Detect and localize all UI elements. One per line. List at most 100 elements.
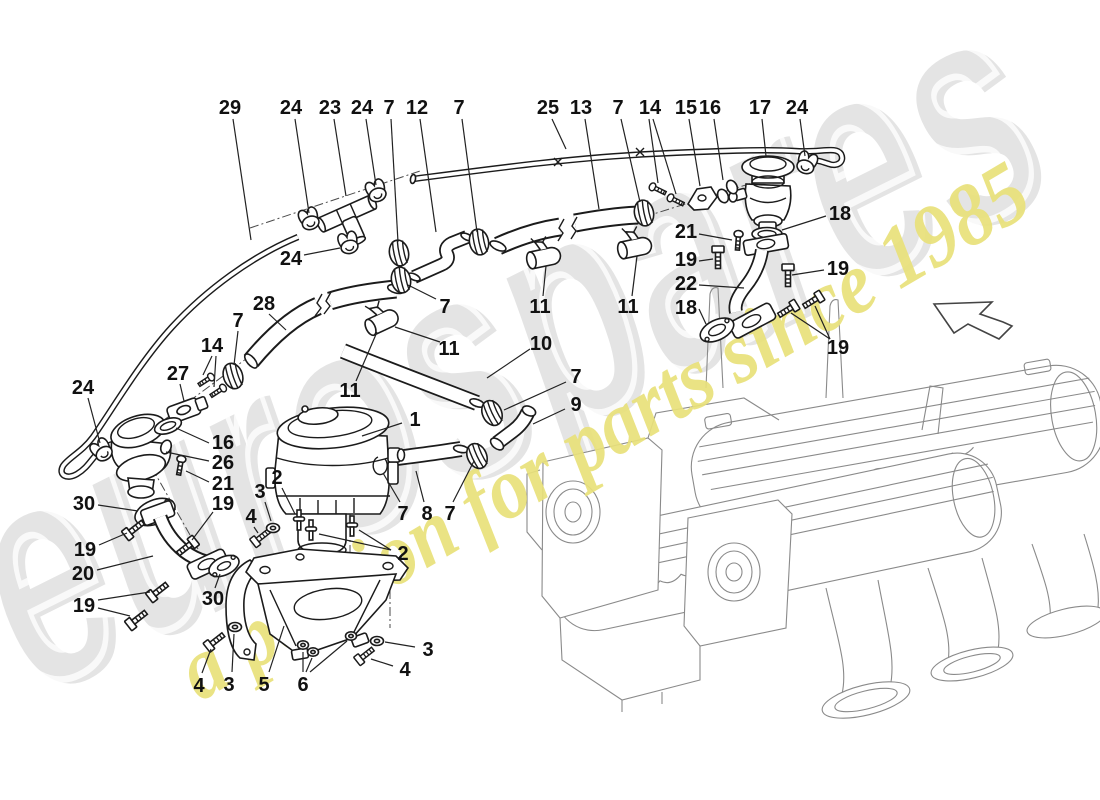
- callout-label-28: 28: [253, 293, 275, 315]
- callout-label-7: 7: [453, 97, 464, 119]
- callout-label-19: 19: [212, 493, 234, 515]
- callout-leader-line: [415, 470, 425, 503]
- callout-leader-line: [384, 641, 416, 648]
- callout-label-19: 19: [675, 249, 697, 271]
- callout-label-21: 21: [212, 473, 234, 495]
- callout-leader-line: [96, 555, 154, 571]
- callout-label-16: 16: [212, 432, 234, 454]
- clip-16-right: [716, 179, 739, 204]
- callout-label-14: 14: [639, 97, 662, 119]
- callout-leader-line: [97, 504, 139, 512]
- callout-leader-line: [232, 118, 252, 241]
- callout-leader-line: [165, 451, 210, 462]
- bracket-15: [686, 186, 718, 211]
- callout-label-26: 26: [212, 452, 234, 474]
- callout-label-24: 24: [351, 97, 374, 119]
- callout-leader-line: [407, 284, 437, 300]
- vacuum-pipe-left: [58, 233, 300, 480]
- callout-label-11: 11: [529, 296, 550, 318]
- callout-leader-line: [486, 348, 531, 379]
- callout-leader-line: [688, 118, 701, 187]
- callout-leader-line: [365, 118, 377, 186]
- callout-label-29: 29: [219, 97, 241, 119]
- callout-label-18: 18: [675, 297, 697, 319]
- callout-label-8: 8: [421, 503, 432, 525]
- callout-label-30: 30: [73, 493, 95, 515]
- callout-leader-line: [791, 269, 825, 276]
- direction-arrow-icon: [932, 301, 1014, 340]
- callout-leader-line: [305, 657, 313, 673]
- nut-icon: [296, 639, 310, 651]
- callout-leader-line: [175, 427, 210, 444]
- callout-leader-line: [503, 381, 567, 411]
- callout-label-19: 19: [73, 595, 95, 617]
- callout-label-1: 1: [409, 409, 420, 431]
- nut-icon: [306, 646, 320, 658]
- callout-leader-line: [268, 313, 287, 331]
- callout-label-18: 18: [829, 203, 851, 225]
- callout-label-7: 7: [232, 310, 243, 332]
- callout-label-13: 13: [570, 97, 592, 119]
- callout-leader-line: [179, 383, 185, 402]
- callout-leader-line: [87, 397, 101, 444]
- callout-label-19: 19: [827, 258, 849, 280]
- callout-leader-line: [631, 255, 638, 297]
- callout-leader-line: [584, 118, 600, 210]
- callout-label-2: 2: [271, 467, 282, 489]
- pipe-22: [728, 248, 777, 339]
- bolt-icon: [352, 644, 377, 667]
- callout-leader-line: [698, 233, 733, 241]
- callout-label-3: 3: [223, 674, 234, 696]
- callout-leader-line: [318, 533, 392, 551]
- callout-label-16: 16: [699, 97, 721, 119]
- callout-leader-line: [461, 118, 478, 233]
- callout-label-12: 12: [406, 97, 428, 119]
- callout-leader-line: [97, 607, 131, 617]
- washer-icon: [227, 621, 243, 633]
- flange-27: [166, 395, 209, 424]
- callout-leader-line: [761, 118, 767, 157]
- callout-label-10: 10: [530, 333, 552, 355]
- callout-leader-line: [370, 658, 394, 667]
- callout-label-3: 3: [254, 481, 265, 503]
- callout-leader-line: [551, 118, 567, 150]
- callout-label-7: 7: [383, 97, 394, 119]
- callout-leader-line: [394, 326, 441, 343]
- callout-leader-line: [191, 511, 214, 541]
- hose-13: [489, 205, 639, 255]
- callout-leader-line: [233, 330, 239, 366]
- callout-leader-line: [97, 591, 151, 601]
- engine-intake-manifold: [526, 287, 1100, 719]
- vacuum-pipe-top: [409, 146, 846, 185]
- callout-leader-line: [231, 633, 235, 673]
- callout-label-11: 11: [617, 296, 638, 318]
- callout-label-4: 4: [245, 506, 257, 528]
- callout-label-25: 25: [537, 97, 559, 119]
- callout-leader-line: [799, 118, 806, 157]
- callout-label-14: 14: [201, 335, 224, 357]
- callout-leader-line: [382, 472, 401, 503]
- callout-label-27: 27: [167, 363, 189, 385]
- callout-leader-line: [790, 312, 831, 340]
- washer-icon: [265, 522, 281, 534]
- callout-leader-line: [202, 355, 213, 376]
- gasket-16-left: [153, 417, 183, 435]
- callout-leader-line: [358, 529, 392, 551]
- callout-leader-line: [390, 118, 399, 243]
- callout-label-23: 23: [319, 97, 341, 119]
- callout-label-21: 21: [675, 221, 697, 243]
- callout-leader-line: [361, 422, 403, 437]
- callout-label-30: 30: [202, 588, 224, 610]
- callout-leader-line: [698, 258, 714, 262]
- callout-leader-line: [698, 284, 745, 289]
- callout-label-24: 24: [72, 377, 95, 399]
- callout-label-7: 7: [397, 503, 408, 525]
- callout-leader-line: [98, 532, 128, 546]
- callout-label-4: 4: [193, 675, 205, 697]
- callout-leader-line: [268, 625, 285, 673]
- callout-leader-line: [333, 118, 347, 197]
- callout-leader-line: [532, 408, 566, 425]
- elbow-hose-9: [489, 405, 537, 451]
